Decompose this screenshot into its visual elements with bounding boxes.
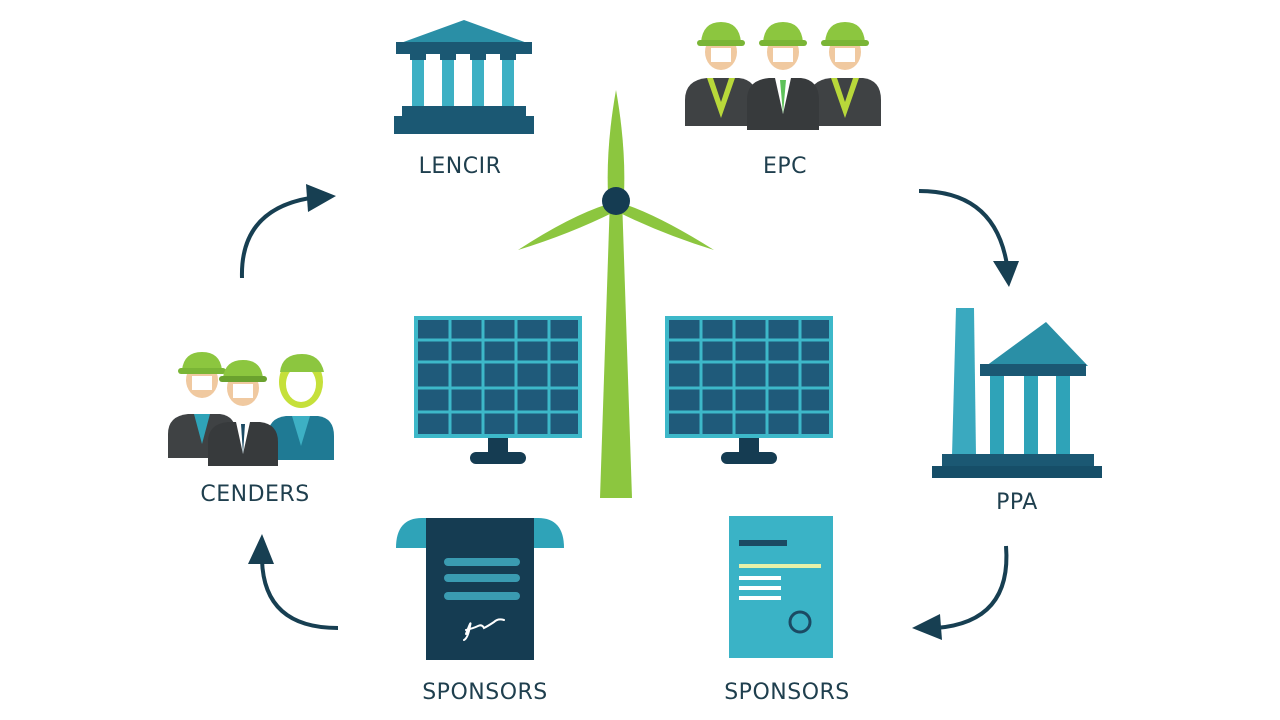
arrow-sponsors-to-lenders [240,530,350,635]
curved-arrow-icon [918,189,1019,287]
solar-panel-icon [414,316,582,464]
node-label-epc: EPC [762,154,808,179]
signed-contract-icon [396,518,564,660]
curved-arrow-icon [239,184,336,279]
node-label-sponsors-right: SPONSORS [724,680,850,705]
curved-arrow-icon [248,534,339,630]
node-label-lenders: CENDERS [200,482,310,507]
node-sponsors-right [729,514,833,660]
bank-building-icon [394,20,534,134]
wind-turbine [510,86,720,502]
arrow-lenders-to-lender [230,180,340,280]
arrow-ppa-to-sponsors [910,542,1020,642]
node-label-lender: LENCIR [418,154,502,179]
solar-panel-icon [665,316,833,464]
arrow-epc-to-ppa [915,185,1025,290]
node-lender [388,18,540,136]
node-label-sponsors-left: SPONSORS [422,680,548,705]
node-ppa [930,308,1104,478]
node-label-ppa: PPA [996,490,1038,515]
curved-arrow-icon [912,545,1009,640]
workers-group-icon [168,352,334,466]
node-lenders [168,350,338,466]
solar-panel-left [414,316,584,466]
certificate-document-icon [729,516,833,658]
workers-group-icon [685,22,881,130]
solar-panel-right [665,316,835,466]
node-sponsors-left [396,514,564,662]
power-plant-icon [932,308,1102,478]
node-epc [683,18,883,130]
wind-turbine-icon [518,90,714,498]
